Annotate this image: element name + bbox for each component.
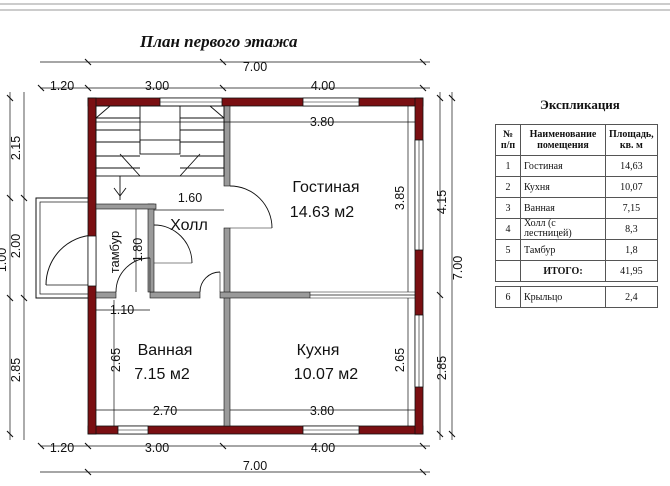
dim-bottom-edge: 1.20 <box>50 441 74 455</box>
dim-kitchen-height: 2.65 <box>393 348 407 372</box>
col-number-header: № п/п <box>495 124 521 156</box>
total-area: 41,95 <box>605 260 658 282</box>
dim-bath-height: 2.65 <box>109 348 123 372</box>
dim-hall-width: 1.60 <box>178 191 202 205</box>
table-row: 5 Тамбур 1,8 <box>495 239 658 261</box>
dim-bottom-left: 3.00 <box>145 441 169 455</box>
col-name-header: Наименование помещения <box>520 124 606 156</box>
dim-top-right: 4.00 <box>311 79 335 93</box>
table-row: 2 Кухня 10,07 <box>495 176 658 198</box>
dim-right-total: 7.00 <box>451 256 465 280</box>
dim-top-edge: 1.20 <box>50 79 74 93</box>
table-row: 4 Холл (с лестницей) 8,3 <box>495 218 658 240</box>
room-hall-name: Холл <box>170 217 208 234</box>
room-bath-name: Ванная <box>138 342 193 359</box>
explication-table: № п/п Наименование помещения Площадь, кв… <box>495 124 658 308</box>
staircase <box>95 105 225 200</box>
table-header-row: № п/п Наименование помещения Площадь, кв… <box>495 124 658 156</box>
col-area-header: Площадь, кв. м <box>605 124 658 156</box>
dim-kitchen-width: 3.80 <box>310 404 334 418</box>
plan-title: План первого этажа <box>140 32 298 51</box>
room-kitchen-name: Кухня <box>297 342 340 359</box>
room-vestibule-name: тамбур <box>107 231 122 274</box>
room-living-name: Гостиная <box>292 179 359 196</box>
dim-living-height: 3.85 <box>393 186 407 210</box>
outer-walls <box>87 97 424 435</box>
dim-left-edge: 1.00 <box>0 248 9 272</box>
room-bath-area: 7.15 м2 <box>134 366 190 383</box>
dim-right-bottom: 2.85 <box>435 356 449 380</box>
dim-right-top: 4.15 <box>435 190 449 214</box>
dim-bottom-right: 4.00 <box>311 441 335 455</box>
dim-top-total: 7.00 <box>243 60 267 74</box>
dim-vest-height: 1.80 <box>131 238 145 262</box>
room-kitchen-area: 10.07 м2 <box>294 366 358 383</box>
dim-bottom-total: 7.00 <box>243 459 267 473</box>
table-row: 3 Ванная 7,15 <box>495 197 658 219</box>
total-label: ИТОГО: <box>520 260 606 282</box>
dim-left-top: 2.15 <box>9 136 23 160</box>
dim-left-bottom: 2.85 <box>9 358 23 382</box>
dim-vest-width: 1.10 <box>110 303 134 317</box>
explication-title: Экспликация <box>540 97 620 112</box>
table-total-row: ИТОГО: 41,95 <box>495 260 658 282</box>
dim-left-mid: 2.00 <box>9 234 23 258</box>
dim-bath-width: 2.70 <box>153 404 177 418</box>
table-row: 6 Крыльцо 2,4 <box>495 286 658 308</box>
dim-top-left: 3.00 <box>145 79 169 93</box>
room-living-area: 14.63 м2 <box>290 204 354 221</box>
dim-living-width: 3.80 <box>310 115 334 129</box>
table-row: 1 Гостиная 14,63 <box>495 155 658 177</box>
